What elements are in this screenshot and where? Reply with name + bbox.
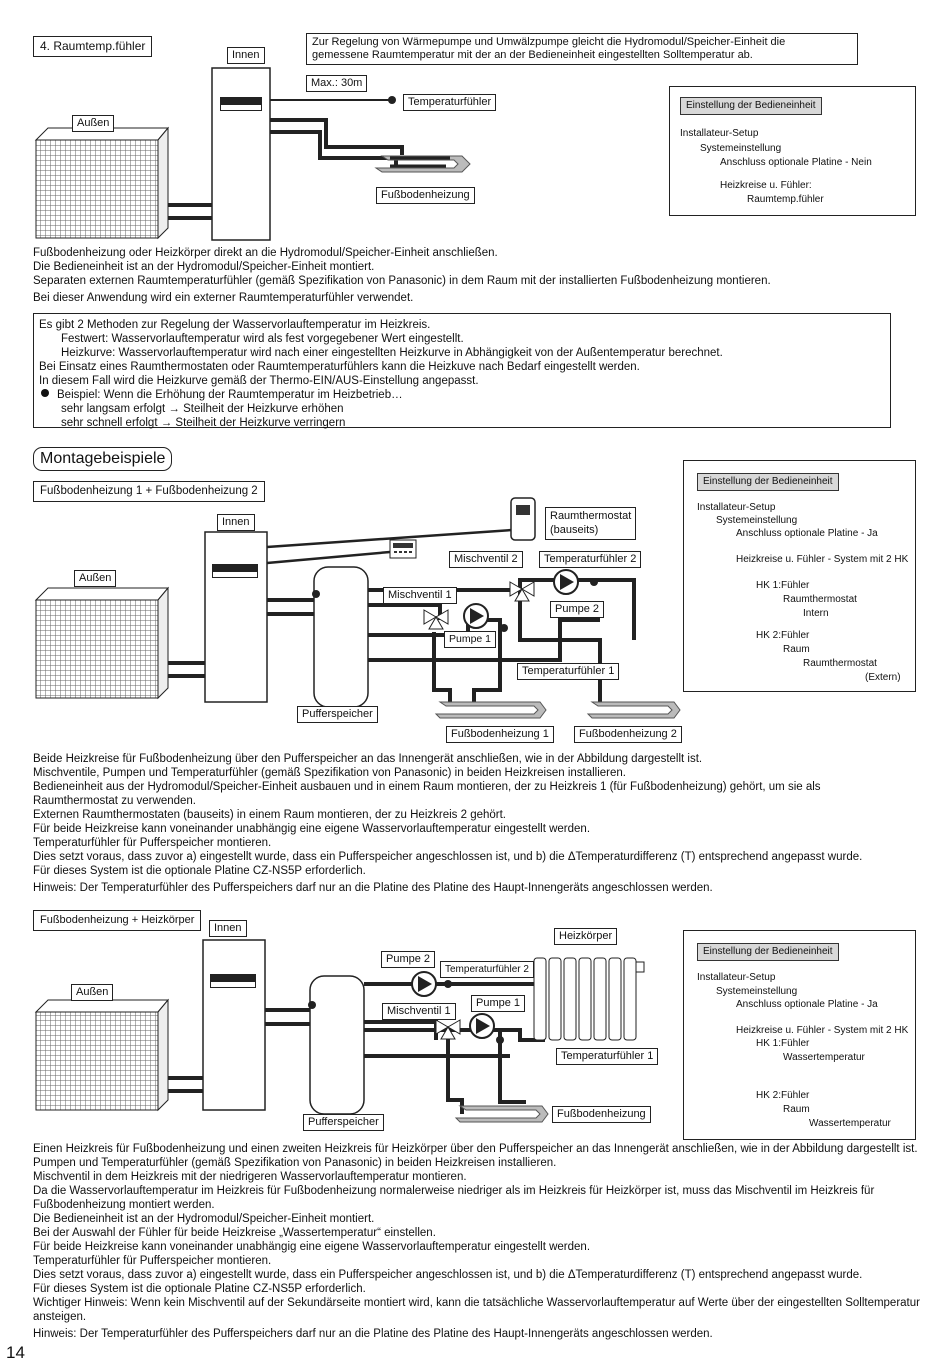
settings-header-3: Einstellung der Bedieneinheit bbox=[697, 943, 839, 961]
settings-header-2: Einstellung der Bedieneinheit bbox=[697, 473, 839, 491]
floor-heating-coil-3 bbox=[586, 701, 681, 719]
label-buffer-1: Pufferspeicher bbox=[297, 706, 378, 723]
settings-box-2: Einstellung der Bedieneinheit Installate… bbox=[683, 460, 916, 692]
floor-heating-coil-1 bbox=[374, 155, 471, 173]
pump-2b-symbol bbox=[411, 971, 437, 997]
label-innen-1: Innen bbox=[227, 47, 265, 64]
floor-heating-coil-4 bbox=[454, 1105, 549, 1123]
settings-header-1: Einstellung der Bedieneinheit bbox=[680, 97, 822, 115]
label-floor-heating-3: Fußbodenheizung bbox=[552, 1106, 651, 1123]
label-mixing-valve-1: Mischventil 1 bbox=[383, 587, 457, 604]
label-max-distance: Max.: 30m bbox=[306, 75, 368, 92]
outdoor-unit-3 bbox=[34, 998, 170, 1112]
example2-title: Fußbodenheizung + Heizkörper bbox=[33, 910, 202, 931]
outdoor-unit-2 bbox=[34, 586, 170, 700]
thermostat-device bbox=[510, 497, 536, 541]
label-floor-heating-1: Fußbodenheizung bbox=[376, 187, 475, 204]
pump-2-symbol bbox=[553, 569, 579, 595]
buffer-tank-1 bbox=[313, 566, 369, 708]
mixing-valve-2-symbol bbox=[509, 581, 535, 602]
label-temp-sensor-2b: Temperaturfühler 2 bbox=[440, 961, 534, 978]
label-innen-3: Innen bbox=[209, 920, 247, 937]
label-thermostat: Raumthermostat (bauseits) bbox=[545, 507, 637, 540]
pump-1b-symbol bbox=[469, 1013, 495, 1039]
indoor-unit-3 bbox=[202, 939, 266, 1111]
label-floor-heating-2a: Fußbodenheizung 1 bbox=[446, 726, 554, 743]
indoor-unit-1 bbox=[211, 67, 271, 241]
label-temp-sensor-1c: Temperaturfühler 1 bbox=[556, 1048, 659, 1065]
settings-box-1: Einstellung der Bedieneinheit Installate… bbox=[669, 86, 916, 216]
pump-1-symbol bbox=[463, 603, 489, 629]
label-pump-2b: Pumpe 2 bbox=[381, 951, 436, 968]
label-pump-1: Pumpe 1 bbox=[444, 631, 497, 648]
page-number: 14 bbox=[6, 1343, 25, 1362]
control-methods-box: Es gibt 2 Methoden zur Regelung der Wass… bbox=[33, 313, 891, 429]
montage-title: Montagebeispiele bbox=[33, 447, 173, 471]
label-aussen-3: Außen bbox=[71, 984, 114, 1001]
label-temp-sensor-1: Temperaturfühler bbox=[403, 94, 497, 111]
label-radiator: Heizkörper bbox=[554, 928, 618, 945]
label-aussen-1: Außen bbox=[72, 115, 115, 132]
indoor-unit-2 bbox=[204, 531, 268, 703]
label-pump-1b: Pumpe 1 bbox=[471, 995, 526, 1012]
label-aussen-2: Außen bbox=[74, 570, 117, 587]
label-buffer-2: Pufferspeicher bbox=[303, 1114, 384, 1131]
label-pump-2: Pumpe 2 bbox=[550, 601, 605, 618]
label-mixing-valve-2: Mischventil 2 bbox=[449, 551, 523, 568]
control-panel-small bbox=[389, 539, 417, 559]
floor-heating-coil-2 bbox=[434, 701, 547, 719]
label-floor-heating-2b: Fußbodenheizung 2 bbox=[574, 726, 682, 743]
buffer-tank-2 bbox=[309, 975, 365, 1115]
label-temp-sensor-2: Temperaturfühler 2 bbox=[539, 551, 642, 568]
section1-note: Zur Regelung von Wärmepumpe und Umwälzpu… bbox=[306, 33, 858, 65]
section1-title: 4. Raumtemp.fühler bbox=[33, 36, 153, 57]
example1-paragraph: Beide Heizkreise für Fußbodenheizung übe… bbox=[33, 753, 863, 894]
settings-box-3: Einstellung der Bedieneinheit Installate… bbox=[683, 930, 916, 1140]
section1-paragraph: Fußbodenheizung oder Heizkörper direkt a… bbox=[33, 247, 771, 304]
radiator-symbol bbox=[533, 957, 645, 1041]
label-mixing-valve-1b: Mischventil 1 bbox=[382, 1003, 456, 1020]
mixing-valve-1-symbol bbox=[423, 609, 449, 630]
outdoor-unit-1 bbox=[34, 126, 170, 240]
mixing-valve-1b-symbol bbox=[435, 1019, 461, 1040]
example1-title: Fußbodenheizung 1 + Fußbodenheizung 2 bbox=[33, 481, 265, 502]
label-temp-sensor-1b: Temperaturfühler 1 bbox=[517, 663, 620, 680]
label-innen-2: Innen bbox=[217, 514, 255, 531]
example2-paragraph: Einen Heizkreis für Fußbodenheizung und … bbox=[33, 1143, 920, 1340]
